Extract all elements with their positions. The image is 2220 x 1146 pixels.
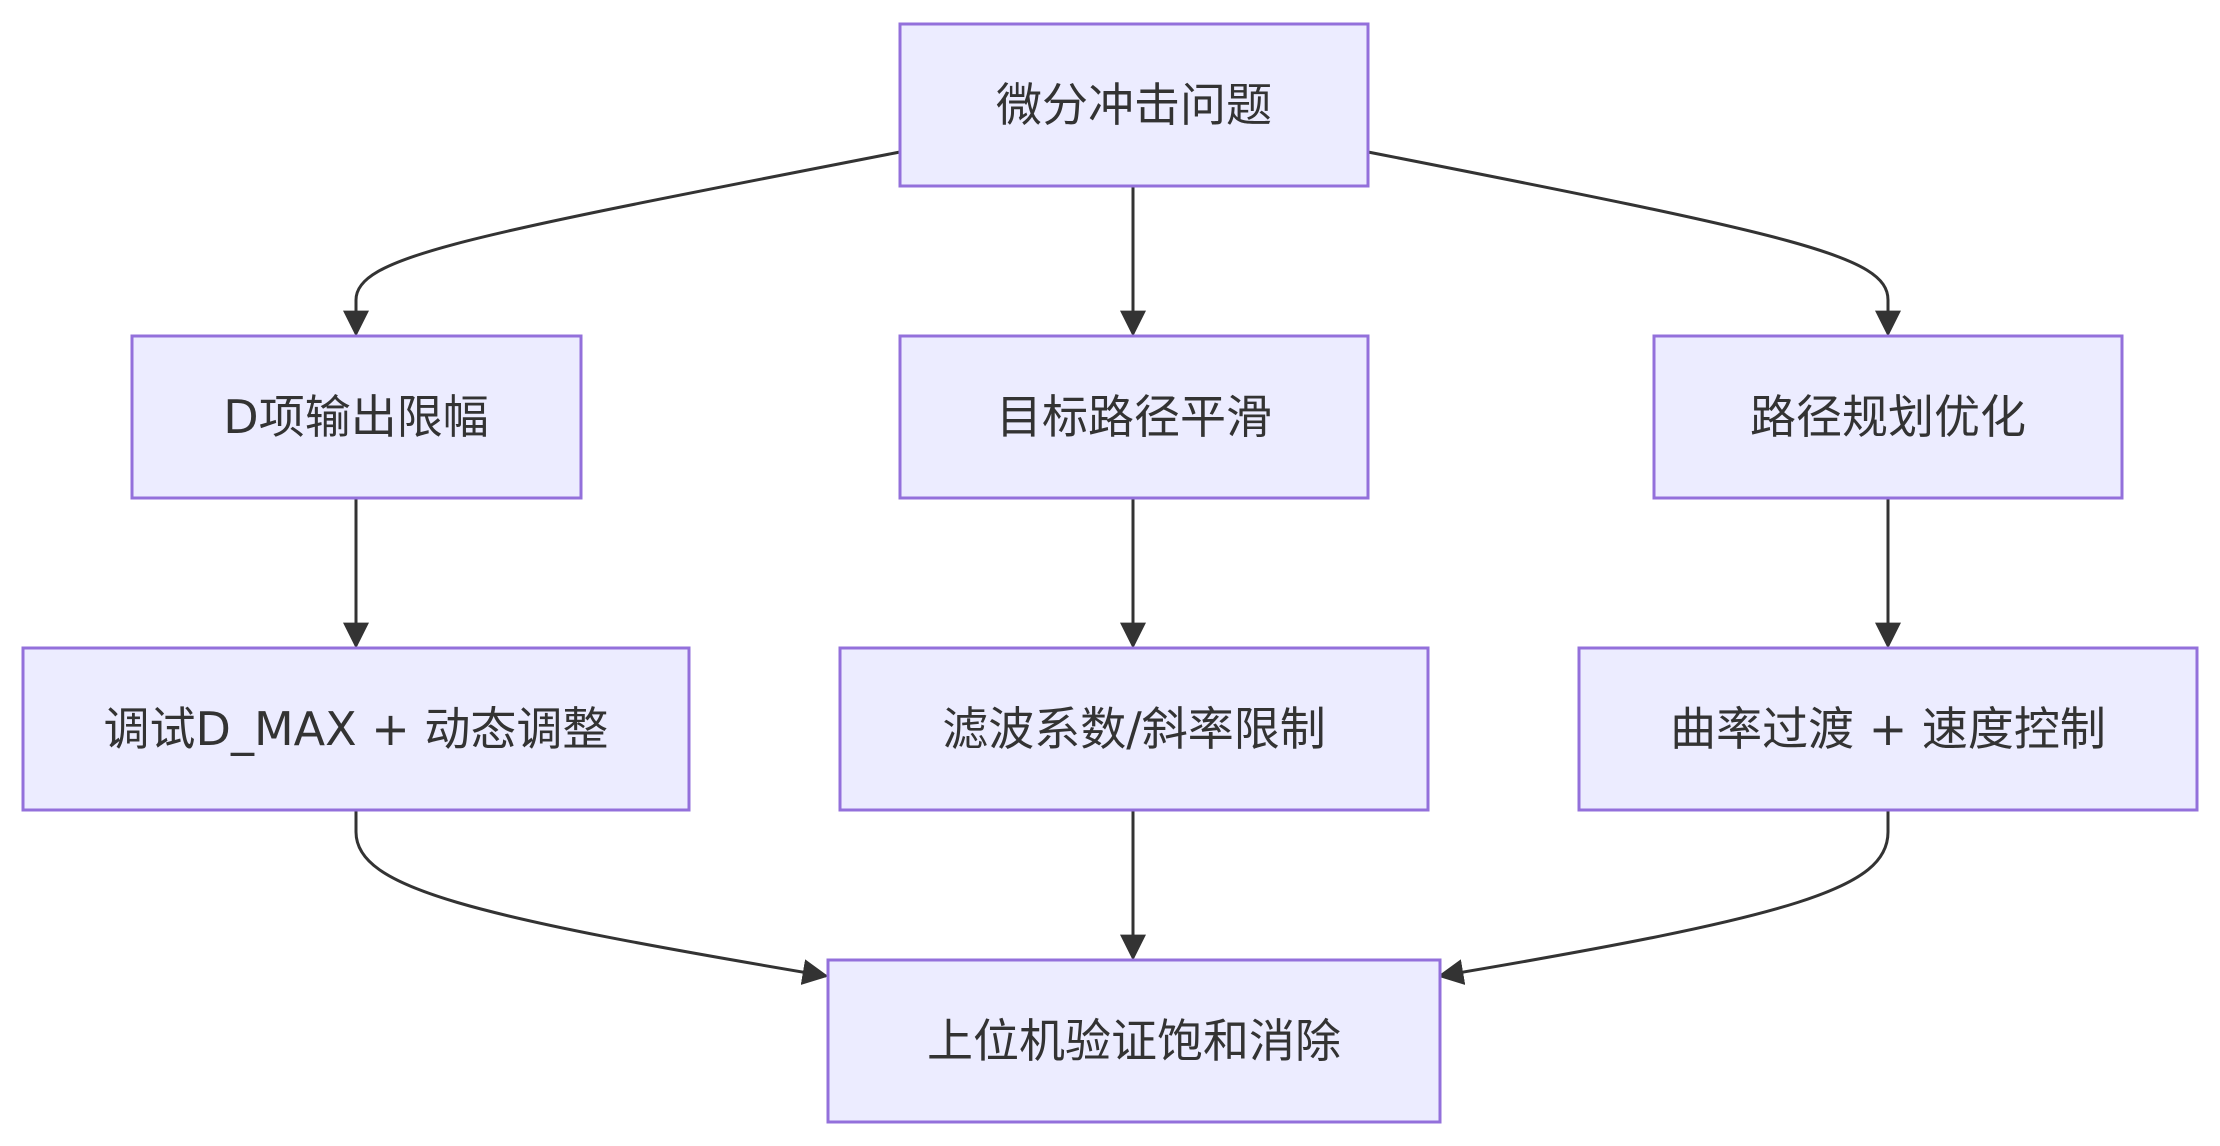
node-debug-dmax[interactable]: 调试D_MAX + 动态调整 — [21, 646, 691, 812]
node-path-smooth[interactable]: 目标路径平滑 — [898, 334, 1370, 500]
node-d-limit[interactable]: D项输出限幅 — [130, 334, 583, 500]
edge-curvature-to-verify — [1437, 810, 1890, 985]
node-box — [838, 646, 1430, 812]
edge-root-to-d-limit — [343, 150, 901, 337]
node-filter[interactable]: 滤波系数/斜率限制 — [838, 646, 1430, 812]
node-path-plan[interactable]: 路径规划优化 — [1652, 334, 2124, 500]
edges — [343, 150, 1901, 985]
node-box — [1577, 646, 2199, 812]
node-verify[interactable]: 上位机验证饱和消除 — [826, 958, 1442, 1124]
node-box — [898, 334, 1370, 500]
node-box — [21, 646, 691, 812]
node-curvature[interactable]: 曲率过渡 + 速度控制 — [1577, 646, 2199, 812]
node-label: 路径规划优化 — [1750, 390, 2026, 444]
node-label: 曲率过渡 + 速度控制 — [1670, 702, 2106, 756]
node-box — [130, 334, 583, 500]
node-box — [1652, 334, 2124, 500]
node-label: 滤波系数/斜率限制 — [942, 702, 1326, 756]
node-label: D项输出限幅 — [223, 390, 488, 444]
edge-root-to-path-plan — [1367, 150, 1901, 337]
node-label: 目标路径平滑 — [996, 390, 1272, 444]
node-box — [898, 22, 1370, 188]
node-label: 调试D_MAX + 动态调整 — [104, 702, 609, 756]
node-label: 上位机验证饱和消除 — [927, 1014, 1341, 1068]
node-box — [826, 958, 1442, 1124]
node-root[interactable]: 微分冲击问题 — [898, 22, 1370, 188]
edge-debug-to-verify — [354, 810, 829, 985]
node-label: 微分冲击问题 — [996, 78, 1272, 132]
